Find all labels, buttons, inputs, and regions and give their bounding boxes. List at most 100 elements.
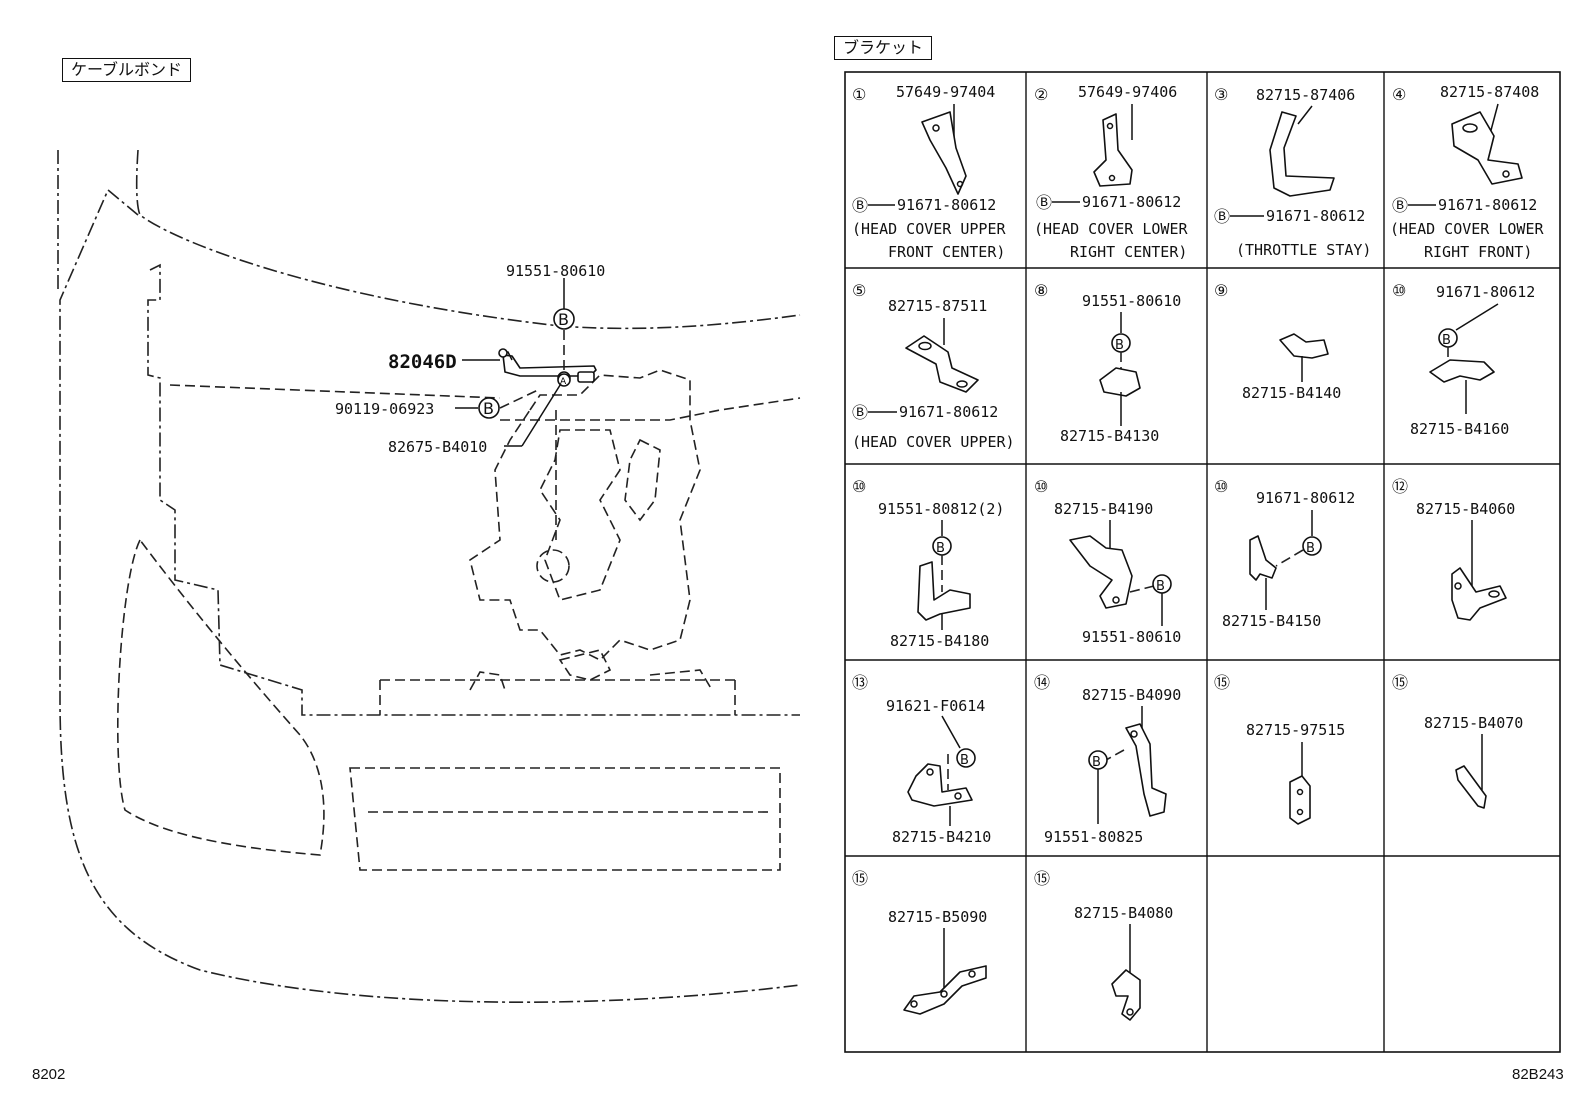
footer-right-code: 82B243 <box>1512 1066 1564 1083</box>
svg-text:82715-87511: 82715-87511 <box>888 297 987 315</box>
svg-text:①: ① <box>852 85 866 104</box>
svg-text:④: ④ <box>1392 85 1406 104</box>
bracket-cell-12: ⑫ 82715-B4060 <box>1392 477 1515 621</box>
bracket-cell-10d: ⑩ 91671-80612 B 82715-B4150 <box>1214 477 1355 630</box>
bracket-cell-15a: ⑮ 82715-97515 <box>1214 673 1345 825</box>
svg-text:91551-80825: 91551-80825 <box>1044 828 1143 846</box>
svg-text:(HEAD COVER LOWER: (HEAD COVER LOWER <box>1034 220 1188 238</box>
svg-text:B: B <box>483 399 494 418</box>
svg-text:⑭: ⑭ <box>1034 673 1050 692</box>
bracket-cell-14: ⑭ 82715-B4090 B 91551-80825 <box>1034 673 1181 846</box>
vehicle-outline <box>57 149 801 1004</box>
svg-text:Ⓑ: Ⓑ <box>1036 193 1052 212</box>
svg-text:Ⓑ: Ⓑ <box>852 403 868 422</box>
svg-text:Ⓑ: Ⓑ <box>1214 207 1230 226</box>
svg-text:82715-87408: 82715-87408 <box>1440 83 1539 101</box>
bracket-cell-8: ⑧ 91551-80610 B 82715-B4130 <box>1034 281 1181 445</box>
bracket-cell-5: ⑤ 82715-87511 Ⓑ 91671-80612 (HEAD COVER … <box>852 281 1015 451</box>
svg-text:91671-80612: 91671-80612 <box>1436 283 1535 301</box>
bracket-grid-frame <box>844 71 1561 1053</box>
cable-bond-leaders <box>455 278 565 447</box>
svg-text:Ⓑ: Ⓑ <box>1392 196 1408 215</box>
svg-text:B: B <box>1306 541 1315 556</box>
bracket-label: ブラケット <box>834 36 933 60</box>
bolt-mark-mid: B <box>478 397 500 419</box>
svg-text:91671-80612: 91671-80612 <box>897 196 996 214</box>
svg-text:91551-80812(2): 91551-80812(2) <box>878 500 1004 518</box>
svg-text:82715-B4160: 82715-B4160 <box>1410 420 1509 438</box>
svg-text:82715-B4190: 82715-B4190 <box>1054 500 1153 518</box>
svg-text:B: B <box>1092 755 1101 770</box>
svg-text:B: B <box>558 310 569 329</box>
svg-text:91671-80612: 91671-80612 <box>899 403 998 421</box>
part-number-82046D: 82046D <box>388 351 457 373</box>
svg-text:82715-B4070: 82715-B4070 <box>1424 714 1523 732</box>
svg-text:57649-97404: 57649-97404 <box>896 83 995 101</box>
cable-bond-label: ケーブルボンド <box>62 58 192 82</box>
svg-text:B: B <box>960 753 969 768</box>
svg-text:RIGHT FRONT): RIGHT FRONT) <box>1424 243 1532 261</box>
svg-text:(THROTTLE STAY): (THROTTLE STAY) <box>1236 241 1371 259</box>
svg-text:(HEAD COVER UPPER): (HEAD COVER UPPER) <box>852 433 1015 451</box>
svg-text:57649-97406: 57649-97406 <box>1078 83 1177 101</box>
svg-text:⑮: ⑮ <box>1214 673 1230 692</box>
bracket-cell-9: ⑨ 82715-B4140 <box>1214 281 1341 402</box>
svg-text:B: B <box>1115 338 1124 353</box>
svg-text:B: B <box>936 541 945 556</box>
svg-text:⑩: ⑩ <box>1214 477 1228 496</box>
svg-text:82715-B4080: 82715-B4080 <box>1074 904 1173 922</box>
part-number-90119-06923: 90119-06923 <box>335 400 434 418</box>
svg-text:82715-B4150: 82715-B4150 <box>1222 612 1321 630</box>
bracket-cell-1: ① 57649-97404 Ⓑ 91671-80612 (HEAD COVER … <box>852 83 1006 261</box>
svg-text:⑮: ⑮ <box>1034 869 1050 888</box>
svg-text:③: ③ <box>1214 85 1228 104</box>
svg-text:(HEAD COVER LOWER: (HEAD COVER LOWER <box>1390 220 1544 238</box>
part-number-82675-B4010: 82675-B4010 <box>388 438 487 456</box>
svg-text:⑫: ⑫ <box>1392 477 1408 496</box>
svg-text:91671-80612: 91671-80612 <box>1082 193 1181 211</box>
cable-bond-part <box>498 348 597 385</box>
svg-text:91671-80612: 91671-80612 <box>1438 196 1537 214</box>
bolt-mark-top: B <box>553 308 575 330</box>
svg-text:82715-B4060: 82715-B4060 <box>1416 500 1515 518</box>
svg-text:82715-87406: 82715-87406 <box>1256 86 1355 104</box>
svg-text:91551-80610: 91551-80610 <box>1082 292 1181 310</box>
svg-text:B: B <box>1156 579 1165 594</box>
bracket-cell-10c: ⑩ 82715-B4190 B 91551-80610 <box>1034 477 1181 646</box>
svg-text:Ⓑ: Ⓑ <box>852 196 868 215</box>
footer-left-code: 8202 <box>32 1066 66 1083</box>
svg-text:⑧: ⑧ <box>1034 281 1048 300</box>
svg-text:82715-97515: 82715-97515 <box>1246 721 1345 739</box>
svg-text:91621-F0614: 91621-F0614 <box>886 697 985 715</box>
bracket-cell-3: ③ 82715-87406 Ⓑ 91671-80612 (THROTTLE ST… <box>1214 85 1371 259</box>
bracket-cell-10a: ⑩ 91671-80612 B 82715-B4160 <box>1392 281 1535 438</box>
svg-text:91671-80612: 91671-80612 <box>1266 207 1365 225</box>
svg-text:⑨: ⑨ <box>1214 281 1228 300</box>
bracket-cell-15c: ⑮ 82715-B5090 <box>852 869 987 1015</box>
svg-text:82715-B4130: 82715-B4130 <box>1060 427 1159 445</box>
svg-text:82715-B5090: 82715-B5090 <box>888 908 987 926</box>
svg-text:(HEAD COVER UPPER: (HEAD COVER UPPER <box>852 220 1006 238</box>
bracket-cell-4: ④ 82715-87408 Ⓑ 91671-80612 (HEAD COVER … <box>1390 83 1544 261</box>
svg-text:91551-80610: 91551-80610 <box>1082 628 1181 646</box>
svg-text:⑩: ⑩ <box>1392 281 1406 300</box>
svg-text:RIGHT CENTER): RIGHT CENTER) <box>1070 243 1187 261</box>
svg-text:82715-B4180: 82715-B4180 <box>890 632 989 650</box>
bracket-cell-15b: ⑮ 82715-B4070 <box>1392 673 1523 809</box>
svg-text:⑩: ⑩ <box>1034 477 1048 496</box>
svg-text:B: B <box>1442 333 1451 348</box>
bracket-cell-10b: ⑩ 91551-80812(2) B 82715-B4180 <box>852 477 1004 650</box>
svg-text:⑮: ⑮ <box>1392 673 1408 692</box>
svg-text:②: ② <box>1034 85 1048 104</box>
svg-text:⑤: ⑤ <box>852 281 866 300</box>
svg-text:FRONT CENTER): FRONT CENTER) <box>888 243 1005 261</box>
svg-text:A: A <box>560 377 567 387</box>
bracket-cell-2: ② 57649-97406 Ⓑ 91671-80612 (HEAD COVER … <box>1034 83 1188 261</box>
svg-text:82715-B4140: 82715-B4140 <box>1242 384 1341 402</box>
bracket-cell-15d: ⑮ 82715-B4080 <box>1034 869 1173 1021</box>
svg-text:91671-80612: 91671-80612 <box>1256 489 1355 507</box>
svg-text:82715-B4090: 82715-B4090 <box>1082 686 1181 704</box>
anchor-mark: A <box>557 373 571 387</box>
svg-text:⑬: ⑬ <box>852 673 868 692</box>
